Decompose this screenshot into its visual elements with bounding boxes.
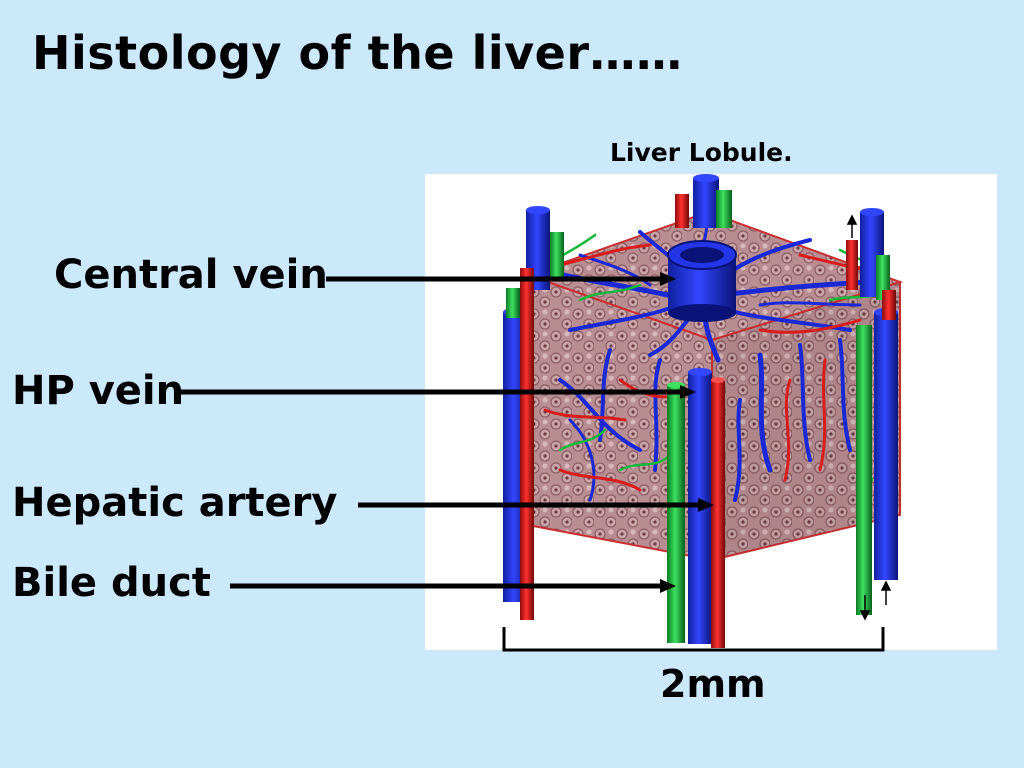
label-bile-duct: Bile duct: [12, 560, 211, 606]
flow-arrows: [846, 214, 892, 621]
label-pointers: [174, 272, 714, 593]
central-vein-vessel: [667, 240, 737, 322]
label-central-vein: Central vein: [54, 252, 328, 298]
scale-bracket: [502, 627, 885, 652]
scale-label: 2mm: [660, 662, 766, 706]
sinusoid-network: [538, 218, 892, 502]
portal-triad-vessels: [503, 174, 898, 648]
slide-title: Histology of the liver……: [32, 26, 683, 80]
label-hepatic-artery: Hepatic artery: [12, 480, 338, 526]
label-hp-vein: HP vein: [12, 368, 185, 414]
diagram-caption: Liver Lobule.: [610, 138, 793, 167]
